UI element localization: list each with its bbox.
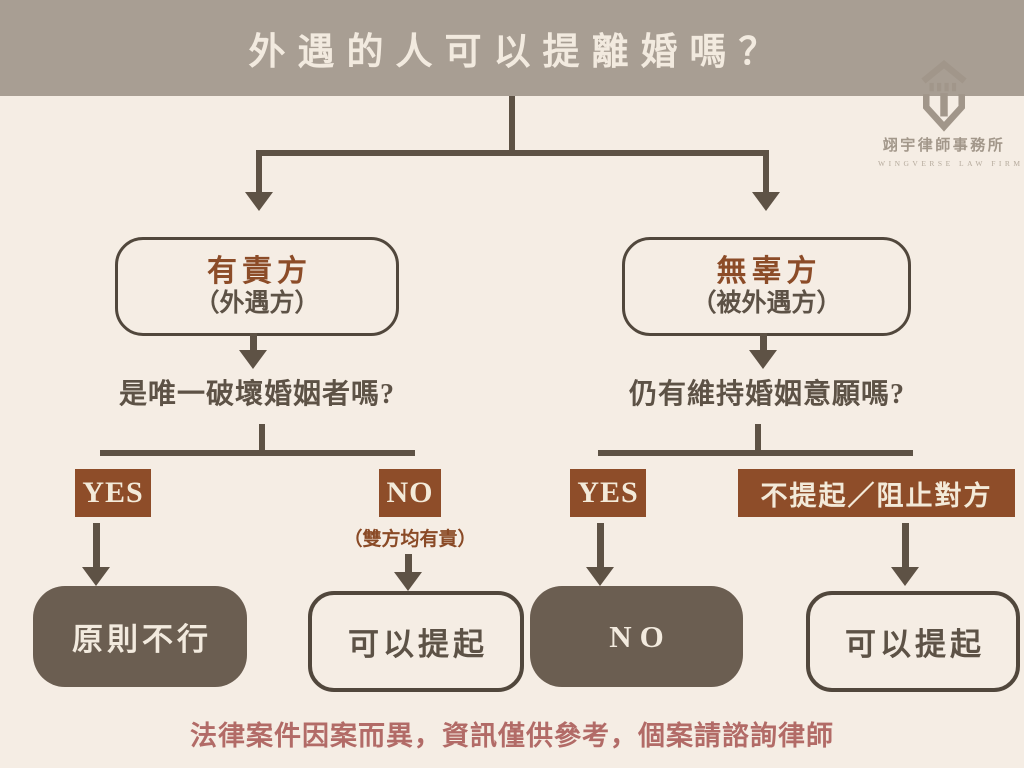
law-firm-name: 翊宇律師事務所 (882, 138, 1006, 154)
result-can-file-left: 可以提起 (308, 591, 524, 692)
connector-stem (250, 333, 257, 353)
result-not-allowed: 原則不行 (33, 586, 247, 687)
question-right: 仍有維持婚姻意願嗎? (628, 379, 905, 410)
arrow-down-icon (749, 350, 777, 369)
arrow-down-icon (82, 567, 110, 586)
connector-stem (405, 554, 412, 574)
connector-left-tsplit (100, 450, 415, 456)
arrow-down-icon (586, 567, 614, 586)
node-title: 有責方 (207, 255, 312, 289)
disclaimer-text: 法律案件因案而異，資訊僅供參考，個案請諮詢律師 (190, 721, 834, 751)
badge-not-filing: 不提起／阻止對方 (738, 469, 1015, 517)
connector-trunk (509, 96, 515, 153)
arrow-down-icon (891, 567, 919, 586)
note-both-at-fault: （雙方均有責） (343, 529, 477, 550)
badge-yes-right: YES (570, 469, 646, 517)
node-innocent-party: 無辜方 （被外遇方） (622, 237, 911, 336)
connector-stem (902, 523, 909, 569)
connector-right-drop (763, 150, 769, 194)
badge-no-left: NO (379, 469, 441, 517)
node-subtitle: （被外遇方） (691, 290, 842, 318)
arrow-down-icon (752, 192, 780, 211)
node-subtitle: （外遇方） (194, 290, 320, 318)
question-left: 是唯一破壞婚姻者嗎? (118, 379, 395, 410)
connector-right-tsplit (598, 450, 913, 456)
arrow-down-icon (394, 572, 422, 591)
header-banner: 外遇的人可以提離婚嗎？ (0, 0, 1024, 96)
connector-stem (597, 523, 604, 569)
node-at-fault-party: 有責方 （外遇方） (115, 237, 399, 336)
connector-left-drop (256, 150, 262, 194)
connector-top-split (256, 150, 769, 156)
connector-stem (259, 424, 265, 454)
connector-stem (93, 523, 100, 569)
arrow-down-icon (245, 192, 273, 211)
badge-yes-left: YES (75, 469, 151, 517)
law-firm-emblem-icon (921, 59, 967, 132)
page-title: 外遇的人可以提離婚嗎？ (248, 32, 788, 73)
law-firm-subname: WINGVERSE LAW FIRM (878, 159, 1024, 168)
result-can-file-right: 可以提起 (806, 591, 1020, 692)
connector-stem (755, 424, 761, 454)
result-no: NO (530, 586, 743, 687)
node-title: 無辜方 (716, 255, 822, 289)
law-firm-logo: 翊宇律師事務所 WINGVERSE LAW FIRM (878, 58, 1024, 168)
connector-stem (760, 333, 767, 353)
arrow-down-icon (239, 350, 267, 369)
